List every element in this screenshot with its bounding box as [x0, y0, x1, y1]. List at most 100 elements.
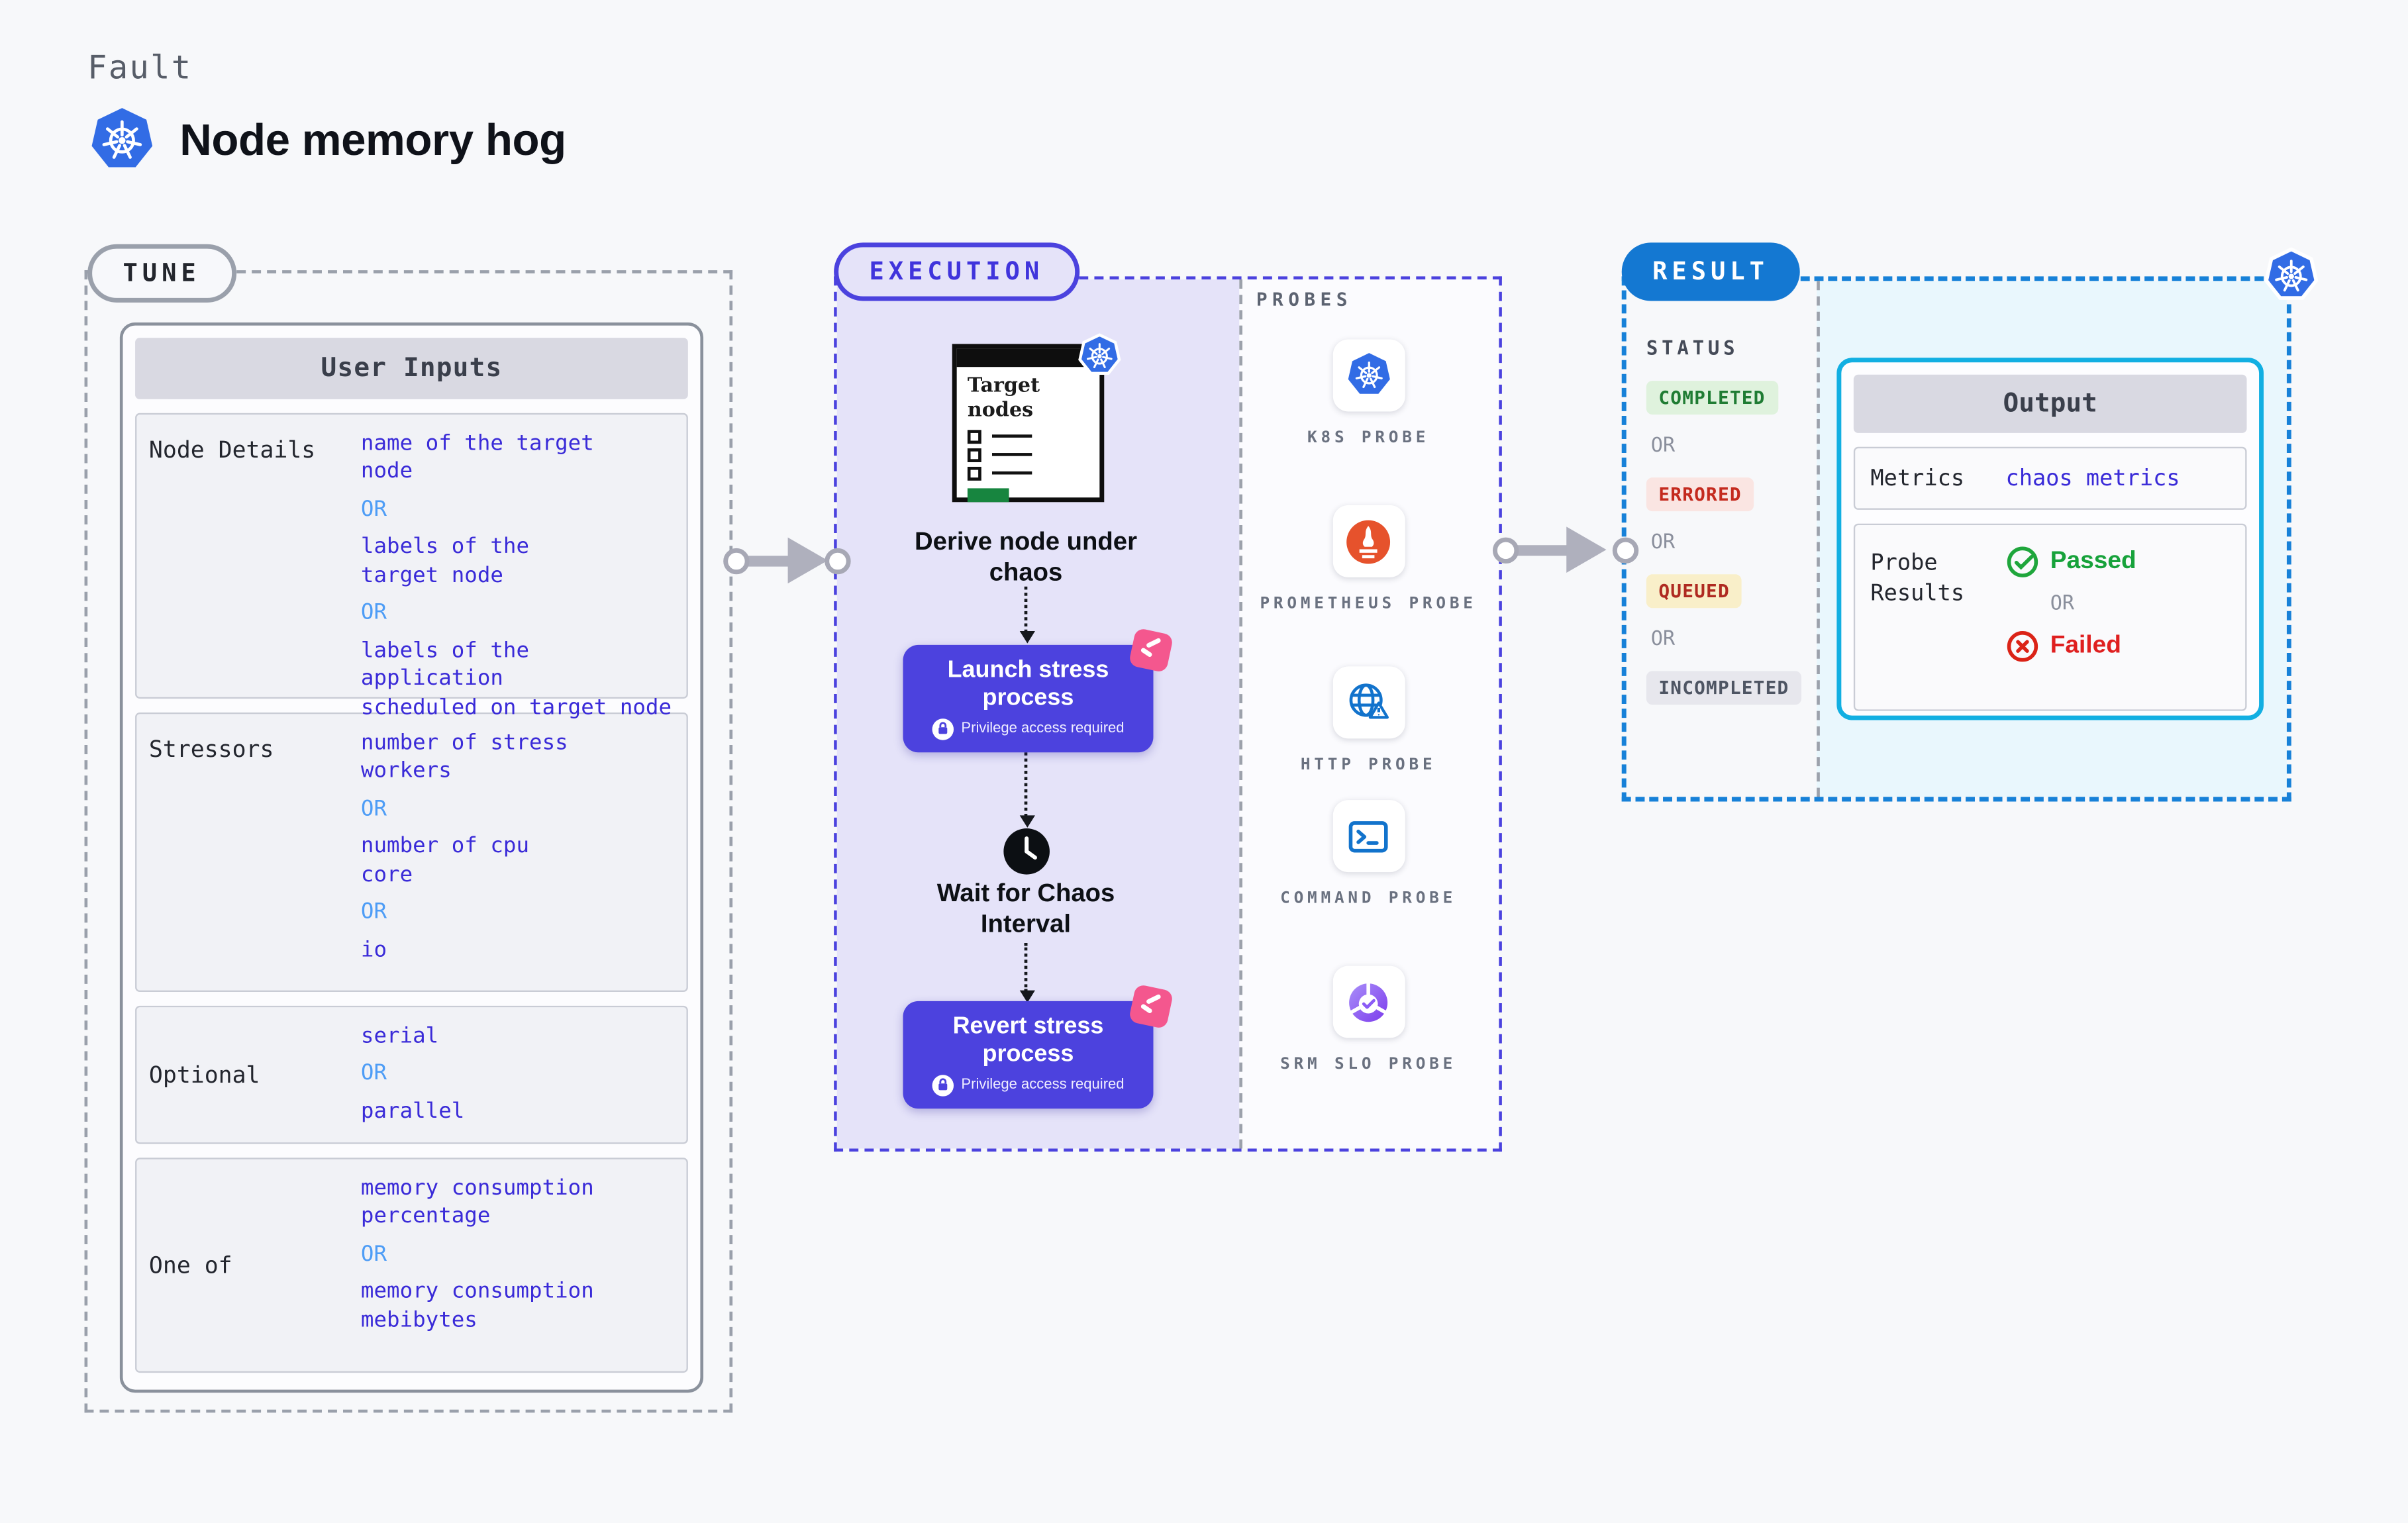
- kubernetes-icon: [87, 106, 156, 175]
- launch-stress-process-node: Launch stress process Privilege access r…: [903, 627, 1174, 753]
- probe-item: SRM SLO PROBE: [1246, 965, 1491, 1078]
- check-circle-icon: [2007, 546, 2038, 577]
- slo-donut-icon: [1332, 965, 1405, 1038]
- connector-dot: [825, 547, 851, 574]
- lock-icon: [932, 1075, 954, 1097]
- connector-dot: [1612, 536, 1639, 563]
- window-titlebar: [956, 348, 1100, 368]
- probe-item: K8S PROBE: [1246, 339, 1491, 451]
- probe-results-label: Probe Results: [1870, 551, 1965, 606]
- option-value: name of the target node: [360, 431, 594, 485]
- node-list-item: [967, 447, 1099, 462]
- chaos-flag-icon: [1128, 983, 1174, 1030]
- target-nodes-title: Target nodes: [967, 374, 1040, 423]
- probe-results-row: Probe Results Passed OR Failed: [1853, 523, 2247, 711]
- row-label: Stressors: [148, 735, 274, 763]
- failed-result: Failed: [2005, 630, 2245, 663]
- or-separator: OR: [1650, 531, 1676, 555]
- or-separator: OR: [360, 1061, 387, 1087]
- page-title: Node memory hog: [179, 117, 566, 166]
- step-button-label: Launch stress process: [947, 657, 1109, 711]
- or-separator: OR: [1650, 628, 1676, 652]
- line-glyph: [991, 434, 1032, 438]
- failed-label: Failed: [2050, 632, 2121, 659]
- wait-interval-step-label: Wait for Chaos Interval: [936, 879, 1115, 939]
- row-values: number of stress workers OR number of cp…: [361, 714, 687, 990]
- probes-heading: PROBES: [1256, 288, 1352, 311]
- or-separator: OR: [2050, 593, 2075, 616]
- kubernetes-icon: [1332, 339, 1405, 412]
- output-card: Output Metrics chaos metrics Probe Resul…: [1836, 358, 2264, 720]
- privilege-note: Privilege access required: [961, 720, 1125, 738]
- flow-connector: [1019, 746, 1035, 828]
- status-badge-incompleted: INCOMPLETED: [1646, 671, 1802, 705]
- passed-result: Passed: [2005, 545, 2245, 579]
- or-separator: OR: [360, 797, 387, 822]
- option-value: number of stress workers: [360, 730, 568, 784]
- kubernetes-icon: [1077, 333, 1123, 379]
- or-separator: OR: [360, 900, 387, 925]
- connector-dot: [1492, 536, 1519, 563]
- execution-badge: EXECUTION: [834, 242, 1079, 301]
- probe-label: COMMAND PROBE: [1280, 889, 1457, 908]
- privilege-note: Privilege access required: [961, 1077, 1125, 1095]
- passed-label: Passed: [2050, 548, 2136, 575]
- output-header: Output: [1853, 374, 2247, 433]
- option-value: labels of the application scheduled on t…: [360, 638, 672, 720]
- arrow-execution-to-result: [1492, 526, 1639, 573]
- or-separator: OR: [360, 1242, 387, 1267]
- progress-bar: [967, 487, 1009, 502]
- x-circle-icon: [2007, 631, 2038, 662]
- table-row: Optional serial OR parallel: [135, 1005, 688, 1144]
- user-inputs-card: User Inputs Node Details name of the tar…: [119, 322, 704, 1393]
- or-separator: OR: [360, 497, 387, 522]
- metrics-label: Metrics: [1870, 466, 1965, 491]
- row-label: Node Details: [148, 436, 316, 464]
- status-badge-completed: COMPLETED: [1646, 381, 1778, 415]
- table-row: Node Details name of the target node OR …: [135, 413, 688, 720]
- metrics-row: Metrics chaos metrics: [1853, 446, 2247, 510]
- chaos-flag-icon: [1128, 627, 1174, 673]
- arrow-tune-to-execution: [723, 537, 851, 584]
- option-value: serial: [360, 1024, 439, 1049]
- checkbox-icon: [967, 447, 981, 462]
- flow-connector: [1019, 942, 1035, 1003]
- probe-label: K8S PROBE: [1307, 428, 1430, 447]
- status-badge-errored: ERRORED: [1646, 477, 1754, 512]
- target-nodes-window: Target nodes: [952, 344, 1105, 503]
- revert-stress-process-node: Revert stress process Privilege access r…: [903, 983, 1174, 1109]
- fault-eyebrow: Fault: [87, 49, 193, 86]
- option-value: labels of the target node: [360, 534, 530, 588]
- row-label: Optional: [148, 1061, 260, 1089]
- metrics-value: chaos metrics: [2005, 466, 2180, 491]
- step-button-label: Revert stress process: [952, 1013, 1104, 1067]
- connector-dot: [723, 547, 750, 574]
- option-value: memory consumption mebibytes: [360, 1279, 594, 1333]
- table-row: One of memory consumption percentage OR …: [135, 1157, 688, 1373]
- node-list-item: [967, 429, 1099, 443]
- terminal-icon: [1332, 800, 1405, 873]
- http-globe-icon: [1332, 666, 1405, 739]
- lock-icon: [932, 718, 954, 740]
- prometheus-icon: [1332, 505, 1405, 577]
- probe-item: PROMETHEUS PROBE: [1246, 505, 1491, 617]
- status-badge-queued: QUEUED: [1646, 574, 1742, 609]
- checkbox-icon: [967, 466, 981, 480]
- line-glyph: [991, 452, 1032, 457]
- result-badge: RESULT: [1621, 242, 1800, 301]
- probe-item: COMMAND PROBE: [1246, 800, 1491, 912]
- status-list: COMPLETED OR ERRORED OR QUEUED OR INCOMP…: [1646, 381, 1802, 705]
- row-values: memory consumption percentage OR memory …: [361, 1159, 687, 1371]
- node-list-item: [967, 466, 1099, 480]
- row-label: One of: [148, 1251, 232, 1279]
- status-heading: STATUS: [1646, 336, 1739, 360]
- or-separator: OR: [1650, 434, 1676, 458]
- kubernetes-icon: [2262, 247, 2321, 305]
- or-separator: OR: [360, 601, 387, 626]
- probe-label: HTTP PROBE: [1300, 755, 1436, 774]
- tune-section: [84, 270, 733, 1413]
- row-values: serial OR parallel: [361, 1007, 687, 1142]
- checkbox-icon: [967, 429, 981, 443]
- option-value: io: [360, 938, 387, 963]
- derive-node-step-label: Derive node under chaos: [915, 528, 1137, 587]
